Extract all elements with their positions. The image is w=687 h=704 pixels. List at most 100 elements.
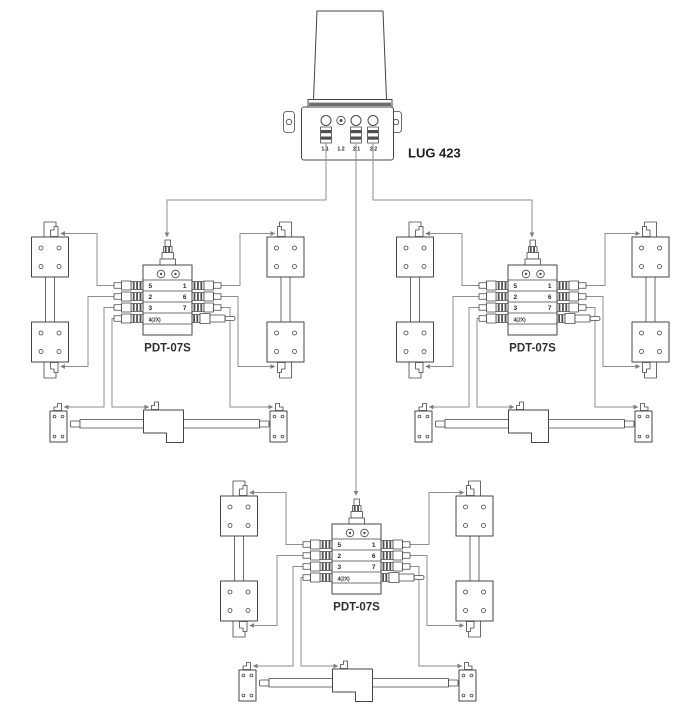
outlet-fitting-7 [556, 302, 587, 313]
lube-line-outlet-7 [221, 307, 274, 410]
linear-rail-left [396, 221, 434, 379]
linear-rail-right [455, 480, 494, 638]
lube-line-outlet-2 [60, 296, 114, 369]
ball-screw-assembly [238, 660, 477, 702]
pump-unit: 1.1 1.2 2.1 2.2 LUG 423 [283, 10, 461, 161]
distributor-inlet-fitting [159, 239, 176, 266]
outlet-number-6: 6 [183, 294, 187, 301]
screw-shaft-right [548, 419, 625, 429]
supply-line-port-2-2-right-group [372, 142, 535, 238]
outlet-number-1: 1 [548, 283, 552, 290]
outlet-number-5: 5 [149, 283, 153, 290]
screw-tip-right [259, 420, 270, 428]
outlet-number-7: 7 [548, 305, 552, 312]
outlet-number-3: 3 [338, 564, 342, 571]
distributor-block: 5 2 3 1 6 7 4(2X) PDT-07S [113, 239, 236, 355]
pump-port-1-1 [320, 115, 332, 144]
ball-screw-assembly [49, 401, 288, 443]
screw-tip-left [435, 420, 446, 428]
outlet-fitting-5 [113, 280, 144, 291]
lube-group-right: 5 2 3 1 6 7 4(2X) PDT-07S [396, 221, 670, 443]
screw-tip-left [259, 679, 270, 687]
outlet-number-5: 5 [338, 542, 342, 549]
outlet-number-4: 4(2X) [338, 577, 351, 583]
ball-nut-grease-fitting [516, 401, 524, 410]
end-bearing-left [238, 662, 257, 702]
outlet-number-3: 3 [514, 305, 518, 312]
outlet-number-4: 4(2X) [149, 318, 162, 324]
screw-shaft-left [444, 419, 509, 429]
pump-port-2-1 [350, 115, 362, 144]
outlet-number-3: 3 [149, 305, 153, 312]
lube-line-outlet-6 [410, 555, 465, 628]
distributor-model-label: PDT-07S [333, 602, 380, 614]
pump-reservoir [313, 10, 387, 100]
linear-rail-right [631, 221, 670, 379]
outlet-number-7: 7 [372, 564, 376, 571]
outlet-fitting-2 [478, 291, 509, 302]
screw-tip-right [624, 420, 635, 428]
distributor-body [142, 264, 193, 336]
pump-mount-ear-left [283, 111, 295, 133]
outlet-fitting-1 [556, 280, 587, 291]
lube-line-outlet-6 [586, 296, 641, 369]
outlet-fitting-2 [113, 291, 144, 302]
lube-line-outlet-6 [221, 296, 276, 369]
outlet-fitting-3 [302, 561, 333, 572]
linear-rail-left [220, 480, 258, 638]
outlet-fitting-5 [302, 539, 333, 550]
outlet-number-4: 4(2X) [514, 318, 527, 324]
supply-line-port-1-1-left-group [164, 142, 327, 238]
screw-tip-right [448, 679, 459, 687]
outlet-number-2: 2 [149, 294, 153, 301]
screw-shaft-left [79, 419, 144, 429]
ball-nut [143, 409, 184, 443]
screw-shaft-right [183, 419, 260, 429]
ball-nut [332, 668, 373, 702]
end-bearing-right [634, 403, 653, 443]
outlet-fitting-bottom-right [191, 313, 236, 324]
screw-tip-left [70, 420, 81, 428]
distributor-model-label: PDT-07S [509, 343, 556, 355]
ball-nut-grease-fitting [340, 660, 348, 669]
port-label-2-1: 2.1 [353, 147, 360, 153]
lube-line-outlet-3 [428, 307, 479, 410]
lube-line-outlet-3 [252, 566, 303, 669]
lube-line-outlet-3 [63, 307, 114, 410]
lube-lines [60, 231, 276, 410]
distributor-row-separators [332, 538, 381, 584]
outlet-number-1: 1 [372, 542, 376, 549]
port-label-1-1: 1.1 [321, 147, 328, 153]
end-bearing-left [49, 403, 68, 443]
distributor-row-separators [508, 279, 557, 325]
screw-shaft-left [268, 678, 333, 688]
end-bearing-right [269, 403, 288, 443]
linear-rail-left [31, 221, 69, 379]
lube-line-outlet-4 [111, 318, 150, 410]
outlet-fitting-3 [113, 302, 144, 313]
outlet-fitting-bottom-right [380, 572, 425, 583]
outlet-fitting-1 [380, 539, 411, 550]
outlet-fitting-6 [556, 291, 587, 302]
supply-lines [164, 142, 535, 496]
ball-screw-assembly [414, 401, 653, 443]
lube-line-outlet-1 [586, 231, 641, 286]
outlet-fitting-5 [478, 280, 509, 291]
outlet-fitting-1 [191, 280, 222, 291]
outlet-number-5: 5 [514, 283, 518, 290]
lube-lines [425, 231, 641, 410]
distributor-body [331, 523, 382, 595]
distributor-block: 5 2 3 1 6 7 4(2X) PDT-07S [302, 498, 425, 614]
lube-line-outlet-7 [410, 566, 463, 669]
mounting-screws [521, 269, 545, 279]
outlet-fitting-7 [380, 561, 411, 572]
outlet-number-1: 1 [183, 283, 187, 290]
end-bearing-right [458, 662, 477, 702]
outlet-number-2: 2 [338, 553, 342, 560]
pump-flange-band [309, 102, 391, 106]
lube-group-left: 5 2 3 1 6 7 4(2X) PDT-07S [31, 221, 305, 443]
mounting-screws [345, 528, 369, 538]
lube-line-outlet-2 [249, 555, 303, 628]
